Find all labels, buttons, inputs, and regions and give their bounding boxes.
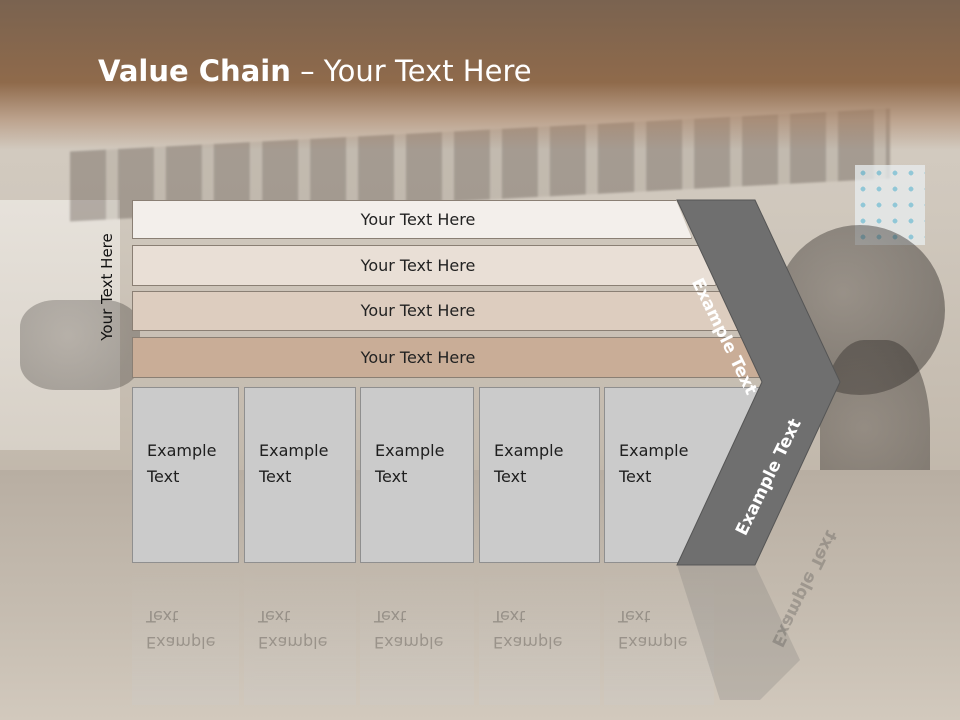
value-bar-label: Your Text Here <box>360 210 476 229</box>
value-bar-label: Your Text Here <box>360 301 476 320</box>
background-dumbbells <box>20 300 140 390</box>
card-text-line2: Text <box>494 467 527 486</box>
reflection-line1: Example <box>146 633 216 652</box>
slide-title-bold: Value Chain <box>98 54 291 88</box>
slide-title-rest: – Your Text Here <box>290 54 532 88</box>
reflection-line1: Example <box>618 633 688 652</box>
reflection-line2: Text <box>258 607 291 626</box>
reflection-text: Example Text <box>618 603 687 655</box>
card-reflection: Example Text <box>604 565 714 705</box>
reflection-line2: Text <box>493 607 526 626</box>
card-text-line1: Example <box>494 441 564 460</box>
activity-card-3: Example Text <box>360 387 474 563</box>
reflection-line1: Example <box>374 633 444 652</box>
reflection-line2: Text <box>146 607 179 626</box>
card-reflection: Example Text <box>132 565 239 705</box>
card-text-line1: Example <box>619 441 689 460</box>
reflection-text: Example Text <box>146 603 215 655</box>
reflection-text: Example Text <box>258 603 327 655</box>
activity-card-4: Example Text <box>479 387 600 563</box>
header-band <box>0 0 960 150</box>
reflection-line1: Example <box>493 633 563 652</box>
value-bar-label: Your Text Here <box>360 256 476 275</box>
card-text-line1: Example <box>375 441 445 460</box>
activity-card-2: Example Text <box>244 387 356 563</box>
reflection-text: Example Text <box>374 603 443 655</box>
card-text-line1: Example <box>147 441 217 460</box>
reflection-text: Example Text <box>493 603 562 655</box>
slide-title: Value Chain – Your Text Here <box>98 54 532 88</box>
value-bar-label: Your Text Here <box>360 348 476 367</box>
card-reflection: Example Text <box>244 565 356 705</box>
card-text-line2: Text <box>619 467 652 486</box>
reflection-line1: Example <box>258 633 328 652</box>
background-dotted-panel <box>855 165 925 245</box>
value-bar-2: Your Text Here <box>132 245 716 286</box>
side-label: Your Text Here <box>98 233 116 341</box>
card-text-line2: Text <box>259 467 292 486</box>
card-text-line2: Text <box>375 467 408 486</box>
reflection-line2: Text <box>374 607 407 626</box>
reflection-line2: Text <box>618 607 651 626</box>
card-text-line2: Text <box>147 467 180 486</box>
background-window <box>0 200 120 450</box>
activity-card-1: Example Text <box>132 387 239 563</box>
card-reflection: Example Text <box>479 565 600 705</box>
card-text-line1: Example <box>259 441 329 460</box>
value-bar-1: Your Text Here <box>132 200 692 239</box>
value-bar-3: Your Text Here <box>132 291 739 331</box>
value-bar-4: Your Text Here <box>132 337 763 378</box>
card-reflection: Example Text <box>360 565 474 705</box>
